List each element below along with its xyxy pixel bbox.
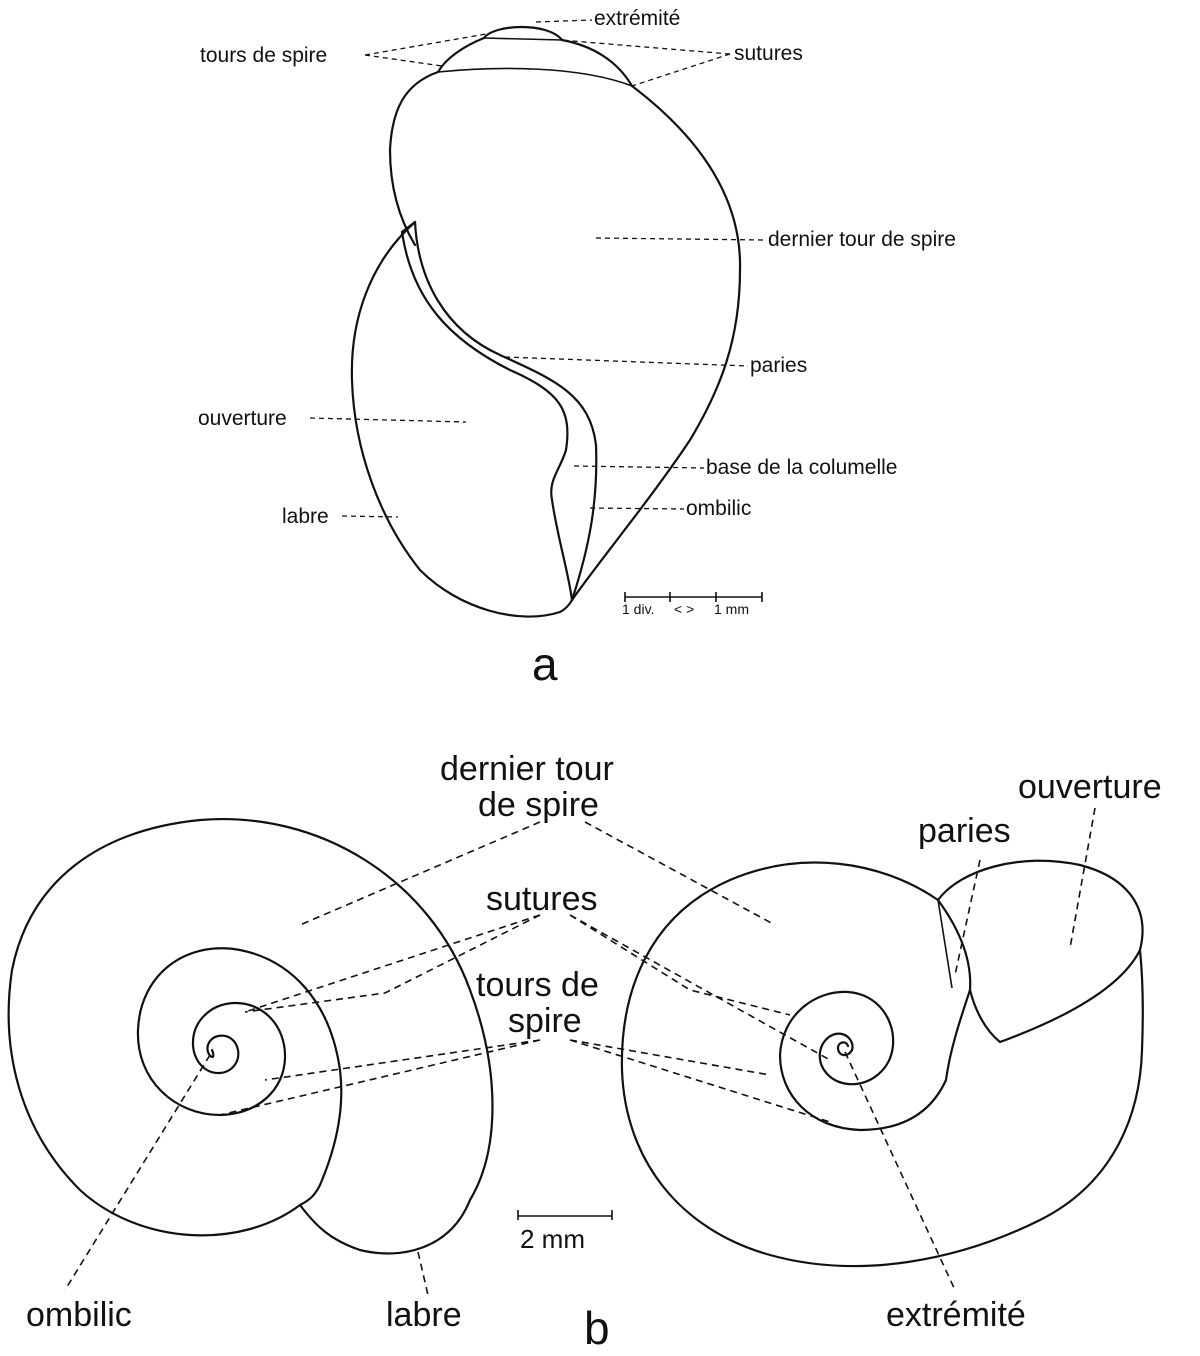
panel-b: 2 mm dernier tour de spire sutures tours…: [7, 750, 1162, 1354]
scale-a-left-label: 1 div.: [622, 601, 654, 617]
leader-labre: [341, 515, 399, 518]
suture-1: [483, 37, 563, 41]
left-shell-core: [206, 1048, 215, 1059]
columella-inner: [400, 230, 574, 602]
leader-dernier-tour: [595, 237, 766, 241]
leader-ouverture: [309, 417, 467, 423]
aperture-outline: [350, 220, 574, 618]
panel-a-labels: extrémité tours de spire sutures dernier…: [198, 7, 956, 528]
label-b-dernier-tour-2: de spire: [478, 786, 599, 824]
label-b-ouverture: ouverture: [1018, 768, 1162, 806]
label-a-paries: paries: [750, 354, 807, 377]
label-a-extremite: extrémité: [594, 7, 680, 30]
label-b-extremite: extrémité: [886, 1296, 1026, 1334]
left-shell-outer: [7, 817, 494, 1255]
leader-b-labre: [417, 1251, 429, 1296]
shell-a-drawing: [350, 25, 742, 618]
label-a-tours-de-spire: tours de spire: [200, 44, 327, 67]
left-shell-spiral: [136, 947, 343, 1187]
scale-bar-b: 2 mm: [517, 1210, 613, 1254]
label-b-tours-1: tours de: [476, 966, 599, 1004]
leader-b-dernier-tour-left: [299, 821, 541, 926]
label-b-labre: labre: [386, 1296, 462, 1334]
leader-b-ombilic: [64, 1054, 211, 1291]
leader-b-tours-2: [219, 1039, 541, 1116]
apex-outline: [482, 25, 564, 42]
label-a-ouverture: ouverture: [198, 407, 287, 430]
leader-b-tours-1: [264, 1039, 541, 1081]
panel-a-letter: a: [532, 638, 558, 690]
label-b-tours-2: spire: [508, 1002, 582, 1040]
label-b-sutures: sutures: [486, 880, 598, 918]
upper-whorl-outline: [436, 36, 634, 88]
panel-a: extrémité tours de spire sutures dernier…: [198, 7, 956, 690]
leader-tours-1: [364, 33, 487, 56]
scale-b-label: 2 mm: [520, 1224, 585, 1254]
label-a-ombilic: ombilic: [686, 497, 751, 520]
left-shell-lip: [298, 1183, 322, 1207]
panel-a-leaders: [309, 19, 766, 518]
leader-tours-2: [364, 54, 443, 67]
suture-2: [437, 67, 633, 87]
label-a-labre: labre: [282, 505, 329, 528]
scale-bar-b-line: [517, 1210, 613, 1220]
right-shell-paries-line: [937, 899, 953, 989]
aperture-top: [400, 220, 417, 234]
leader-b-tours-4: [569, 1039, 831, 1123]
leader-paries: [504, 356, 749, 367]
leader-base-columelle: [573, 465, 705, 469]
label-b-paries: paries: [918, 812, 1011, 850]
scale-bar-a-line: [624, 592, 763, 602]
leader-b-dernier-tour-right: [584, 821, 776, 926]
right-shell-core: [836, 1041, 854, 1057]
leader-b-tours-3: [569, 1039, 771, 1076]
columella-outer: [413, 220, 598, 602]
leader-ombilic: [589, 507, 685, 510]
scale-a-right-label: 1 mm: [714, 601, 749, 617]
leader-b-paries: [954, 859, 981, 976]
panel-b-labels: dernier tour de spire sutures tours de s…: [26, 750, 1162, 1334]
leader-b-sutures-1: [244, 914, 541, 1013]
leader-sutures-1: [559, 39, 731, 55]
label-a-base-columelle: base de la columelle: [706, 456, 897, 479]
right-shell-spiral: [778, 988, 972, 1132]
leader-b-ouverture: [1069, 807, 1096, 949]
leader-b-sutures-4: [569, 914, 831, 1061]
label-a-sutures: sutures: [734, 42, 803, 65]
shell-b-left-drawing: [7, 817, 494, 1255]
label-a-dernier-tour: dernier tour de spire: [768, 228, 956, 251]
scale-bar-a: 1 div. < > 1 mm: [622, 592, 763, 617]
leader-extremite: [535, 19, 593, 23]
panel-b-leaders: [64, 807, 1096, 1296]
leader-b-sutures-2: [244, 914, 541, 1013]
right-shell-aperture-inner: [936, 898, 972, 992]
panel-b-letter: b: [584, 1302, 610, 1354]
scale-a-arrows: < >: [674, 601, 694, 617]
label-b-dernier-tour-1: dernier tour: [440, 750, 614, 788]
right-shell-outer: [620, 861, 1144, 1268]
leader-sutures-2: [631, 53, 731, 87]
leader-b-sutures-3: [569, 914, 791, 1016]
shell-b-right-drawing: [620, 859, 1144, 1268]
body-whorl-outline: [388, 70, 742, 602]
right-shell-aperture: [936, 859, 1144, 1044]
leader-b-extremite: [844, 1051, 956, 1291]
label-b-ombilic: ombilic: [26, 1296, 132, 1334]
